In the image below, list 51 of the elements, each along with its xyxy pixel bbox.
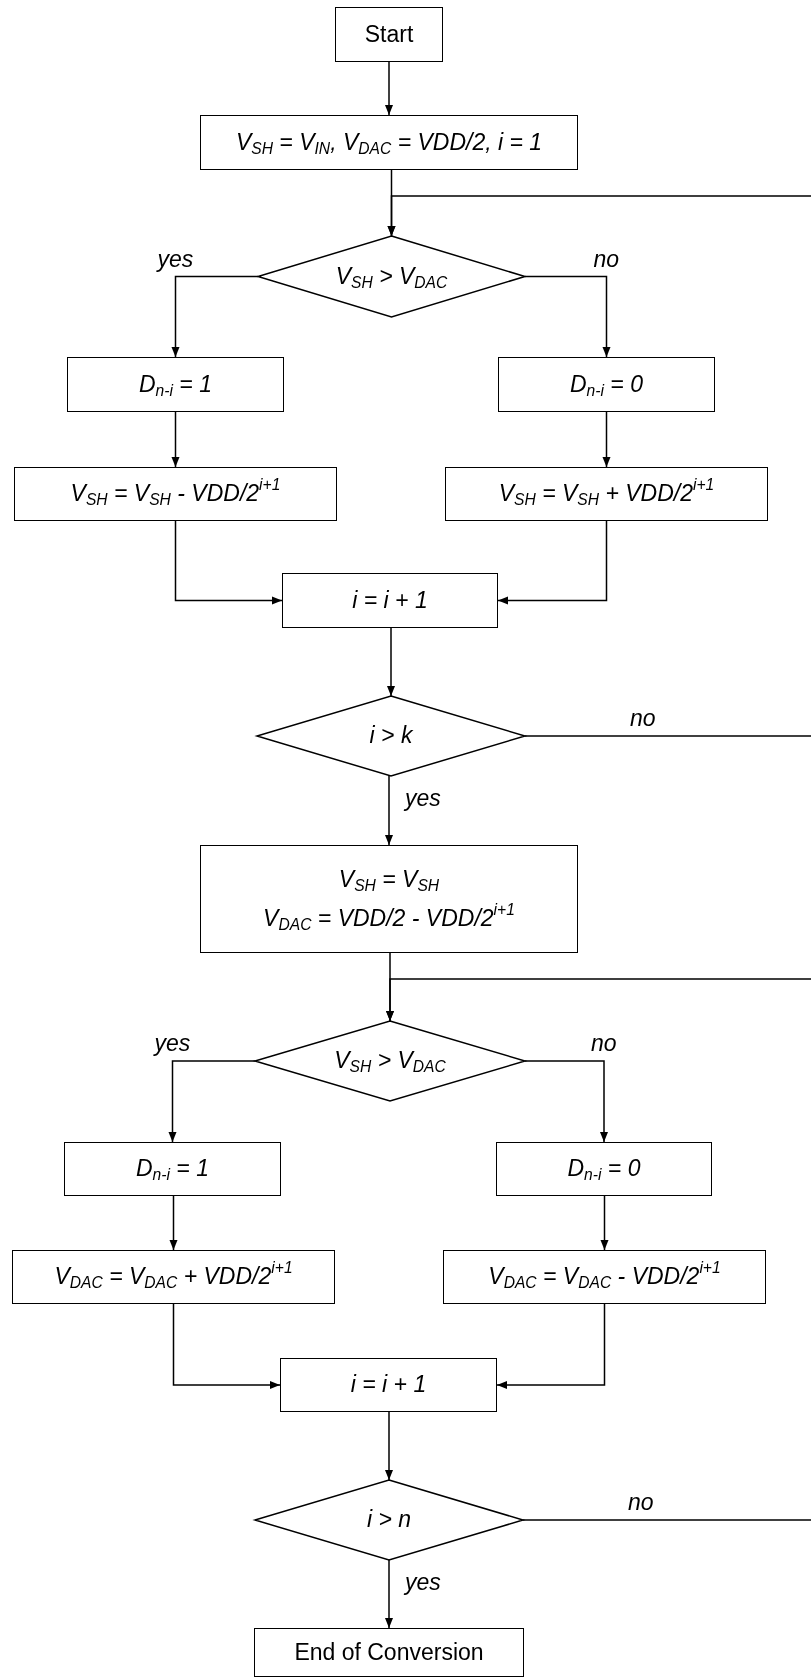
arrow — [387, 195, 811, 237]
decision-diamond — [257, 696, 525, 776]
process-box — [280, 1358, 497, 1412]
terminal-box — [335, 7, 443, 62]
formula-text: i = i + 1 — [352, 587, 428, 614]
process-box — [496, 1142, 712, 1196]
arrow — [172, 1303, 281, 1389]
formula-text: D$_{n-i}$ = 1 — [139, 371, 212, 398]
arrow — [385, 61, 393, 116]
arrow — [385, 1559, 393, 1629]
arrow — [524, 1060, 608, 1143]
decision-diamond — [258, 236, 525, 317]
arrow — [385, 1411, 393, 1481]
formula-text: i > k — [369, 723, 413, 749]
arrow — [171, 411, 180, 468]
formula-text: V$_{SH}$ = V$_{IN}$, V$_{DAC}$ = VDD/2, i = 1 — [235, 129, 543, 156]
step-text: Start — [364, 21, 414, 48]
formula-text: i = i + 1 — [350, 1372, 427, 1398]
arrow — [386, 978, 811, 1022]
process-box — [498, 357, 715, 412]
connector-line — [522, 1519, 811, 1521]
arrow — [174, 520, 283, 605]
formula-text: D$_{n-i}$ = 1 — [136, 1156, 209, 1182]
formula-text: D$_{n-i}$ = 0 — [570, 371, 643, 398]
formula-text: i > n — [366, 1507, 412, 1533]
decision-diamond — [255, 1480, 523, 1560]
arrow — [600, 1195, 609, 1251]
process-box — [282, 573, 498, 628]
process-box — [14, 467, 337, 521]
step-text: End of Conversion — [294, 1639, 484, 1666]
arrow — [496, 1303, 606, 1389]
process-box — [67, 357, 284, 412]
formula-text: D$_{n-i}$ = 0 — [567, 1156, 641, 1182]
process-box — [64, 1142, 281, 1196]
arrow — [387, 627, 395, 697]
decision-diamond — [255, 1021, 525, 1101]
formula-text: V$_{SH}$ = V$_{SH}$ — [338, 866, 440, 892]
terminal-box — [254, 1628, 524, 1677]
process-box — [445, 467, 768, 521]
arrow — [497, 520, 608, 605]
process-box — [200, 845, 578, 953]
formula-text: V$_{SH}$ > V$_{DAC}$ — [335, 263, 448, 290]
process-box — [200, 115, 578, 170]
arrow — [385, 775, 393, 846]
arrow — [169, 1195, 178, 1251]
process-box — [443, 1250, 766, 1304]
process-box — [12, 1250, 335, 1304]
formula-text: V$_{SH}$ > V$_{DAC}$ — [334, 1048, 446, 1074]
connector-line — [524, 735, 811, 737]
arrow — [168, 1060, 256, 1143]
arrow — [602, 411, 611, 468]
